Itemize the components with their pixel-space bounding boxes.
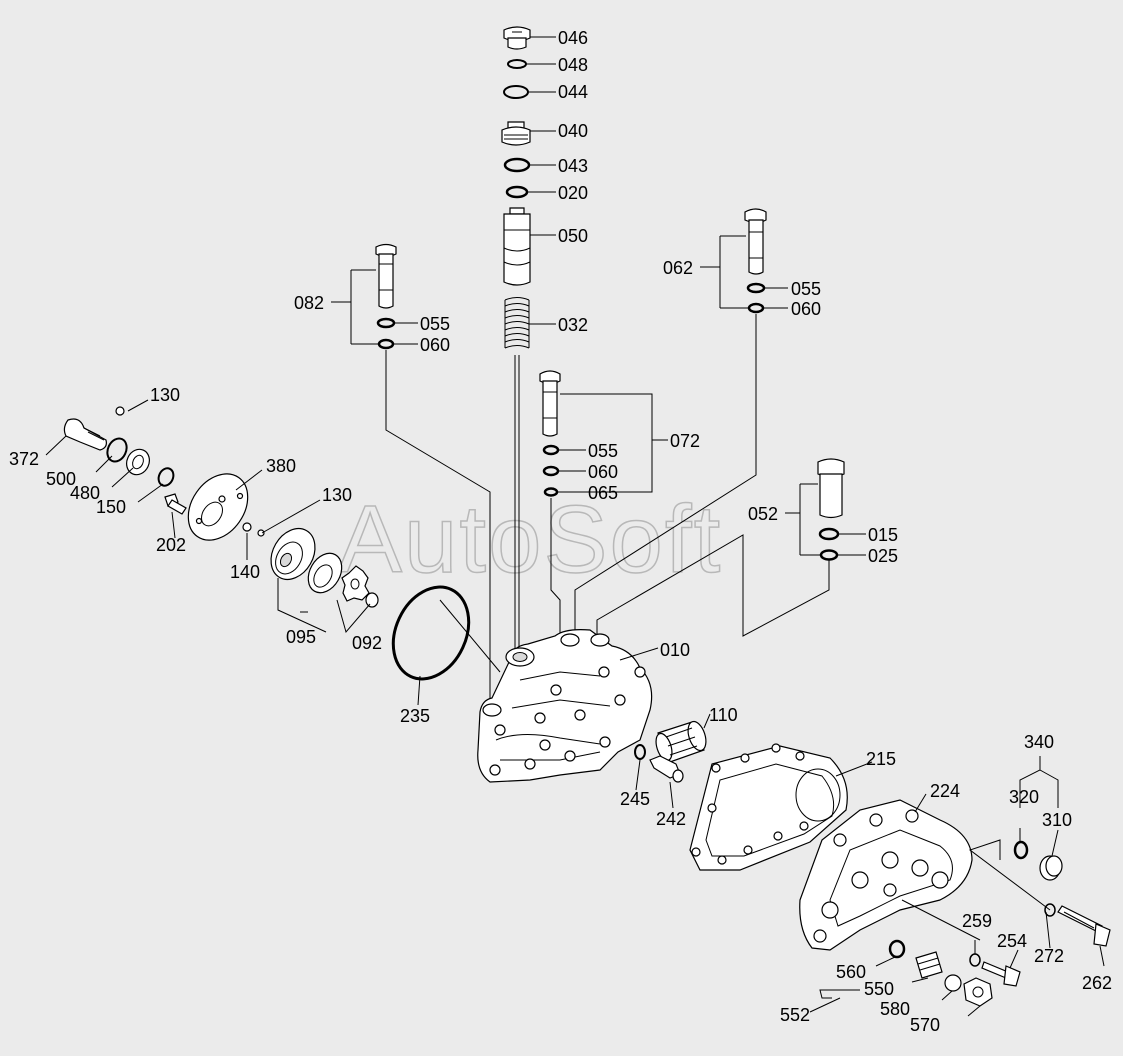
label-130-b: 130 [322, 485, 352, 505]
label-065: 065 [588, 483, 618, 503]
valve-062 [574, 208, 788, 640]
label-060-b: 060 [791, 299, 821, 319]
ring-020 [505, 185, 529, 199]
valve-082 [331, 243, 491, 700]
label-580: 580 [880, 999, 910, 1019]
label-044: 044 [558, 82, 588, 102]
label-048: 048 [558, 55, 588, 75]
label-224: 224 [930, 781, 960, 801]
label-062: 062 [663, 258, 693, 278]
label-055-b: 055 [791, 279, 821, 299]
label-150: 150 [96, 497, 126, 517]
spool-050 [503, 207, 531, 286]
label-570: 570 [910, 1015, 940, 1035]
filter-110-group [634, 713, 711, 809]
label-050: 050 [558, 226, 588, 246]
label-092: 092 [352, 633, 382, 653]
ring-044 [503, 85, 529, 99]
label-043: 043 [558, 156, 588, 176]
plug-046 [503, 26, 531, 50]
ring-043 [503, 157, 531, 173]
label-560: 560 [836, 962, 866, 982]
label-060-a: 060 [420, 335, 450, 355]
right-small-parts [809, 756, 1111, 1017]
oring-235 [391, 585, 501, 706]
label-040: 040 [558, 121, 588, 141]
label-072: 072 [670, 431, 700, 451]
sleeve-052 [596, 458, 866, 645]
label-020: 020 [558, 183, 588, 203]
label-380: 380 [266, 456, 296, 476]
ring-048 [507, 59, 527, 69]
label-242: 242 [656, 809, 686, 829]
label-046: 046 [558, 28, 588, 48]
label-052: 052 [748, 504, 778, 524]
label-480: 480 [70, 483, 100, 503]
label-140: 140 [230, 562, 260, 582]
label-025: 025 [868, 546, 898, 566]
label-055-c: 055 [588, 441, 618, 461]
label-082: 082 [294, 293, 324, 313]
left-pump-group [45, 399, 379, 634]
label-110: 110 [709, 705, 738, 725]
label-245: 245 [620, 789, 650, 809]
label-552: 552 [780, 1005, 810, 1025]
label-130-a: 130 [150, 385, 180, 405]
label-032: 032 [558, 315, 588, 335]
watermark-text: AutoSoft [338, 486, 722, 593]
label-320: 320 [1009, 787, 1039, 807]
label-055-a: 055 [420, 314, 450, 334]
valve-072 [539, 370, 668, 640]
label-010: 010 [660, 640, 690, 660]
fitting-040 [501, 121, 531, 146]
label-340: 340 [1024, 732, 1054, 752]
label-272: 272 [1034, 946, 1064, 966]
stack-parts [501, 26, 556, 650]
label-372: 372 [9, 449, 39, 469]
gasket-215 [689, 743, 873, 871]
label-202: 202 [156, 535, 186, 555]
label-060-c: 060 [588, 462, 618, 482]
label-095: 095 [286, 627, 316, 647]
label-310: 310 [1042, 810, 1072, 830]
label-550: 550 [864, 979, 894, 999]
spring-032 [504, 297, 530, 349]
part-labels: 046 048 044 040 043 020 050 032 082 055 … [9, 28, 1112, 1035]
main-housing-010 [477, 629, 659, 783]
cover-224 [799, 793, 973, 951]
label-235: 235 [400, 706, 430, 726]
label-254: 254 [997, 931, 1027, 951]
label-262: 262 [1082, 973, 1112, 993]
label-015: 015 [868, 525, 898, 545]
label-215: 215 [866, 749, 896, 769]
label-500: 500 [46, 469, 76, 489]
label-259: 259 [962, 911, 992, 931]
